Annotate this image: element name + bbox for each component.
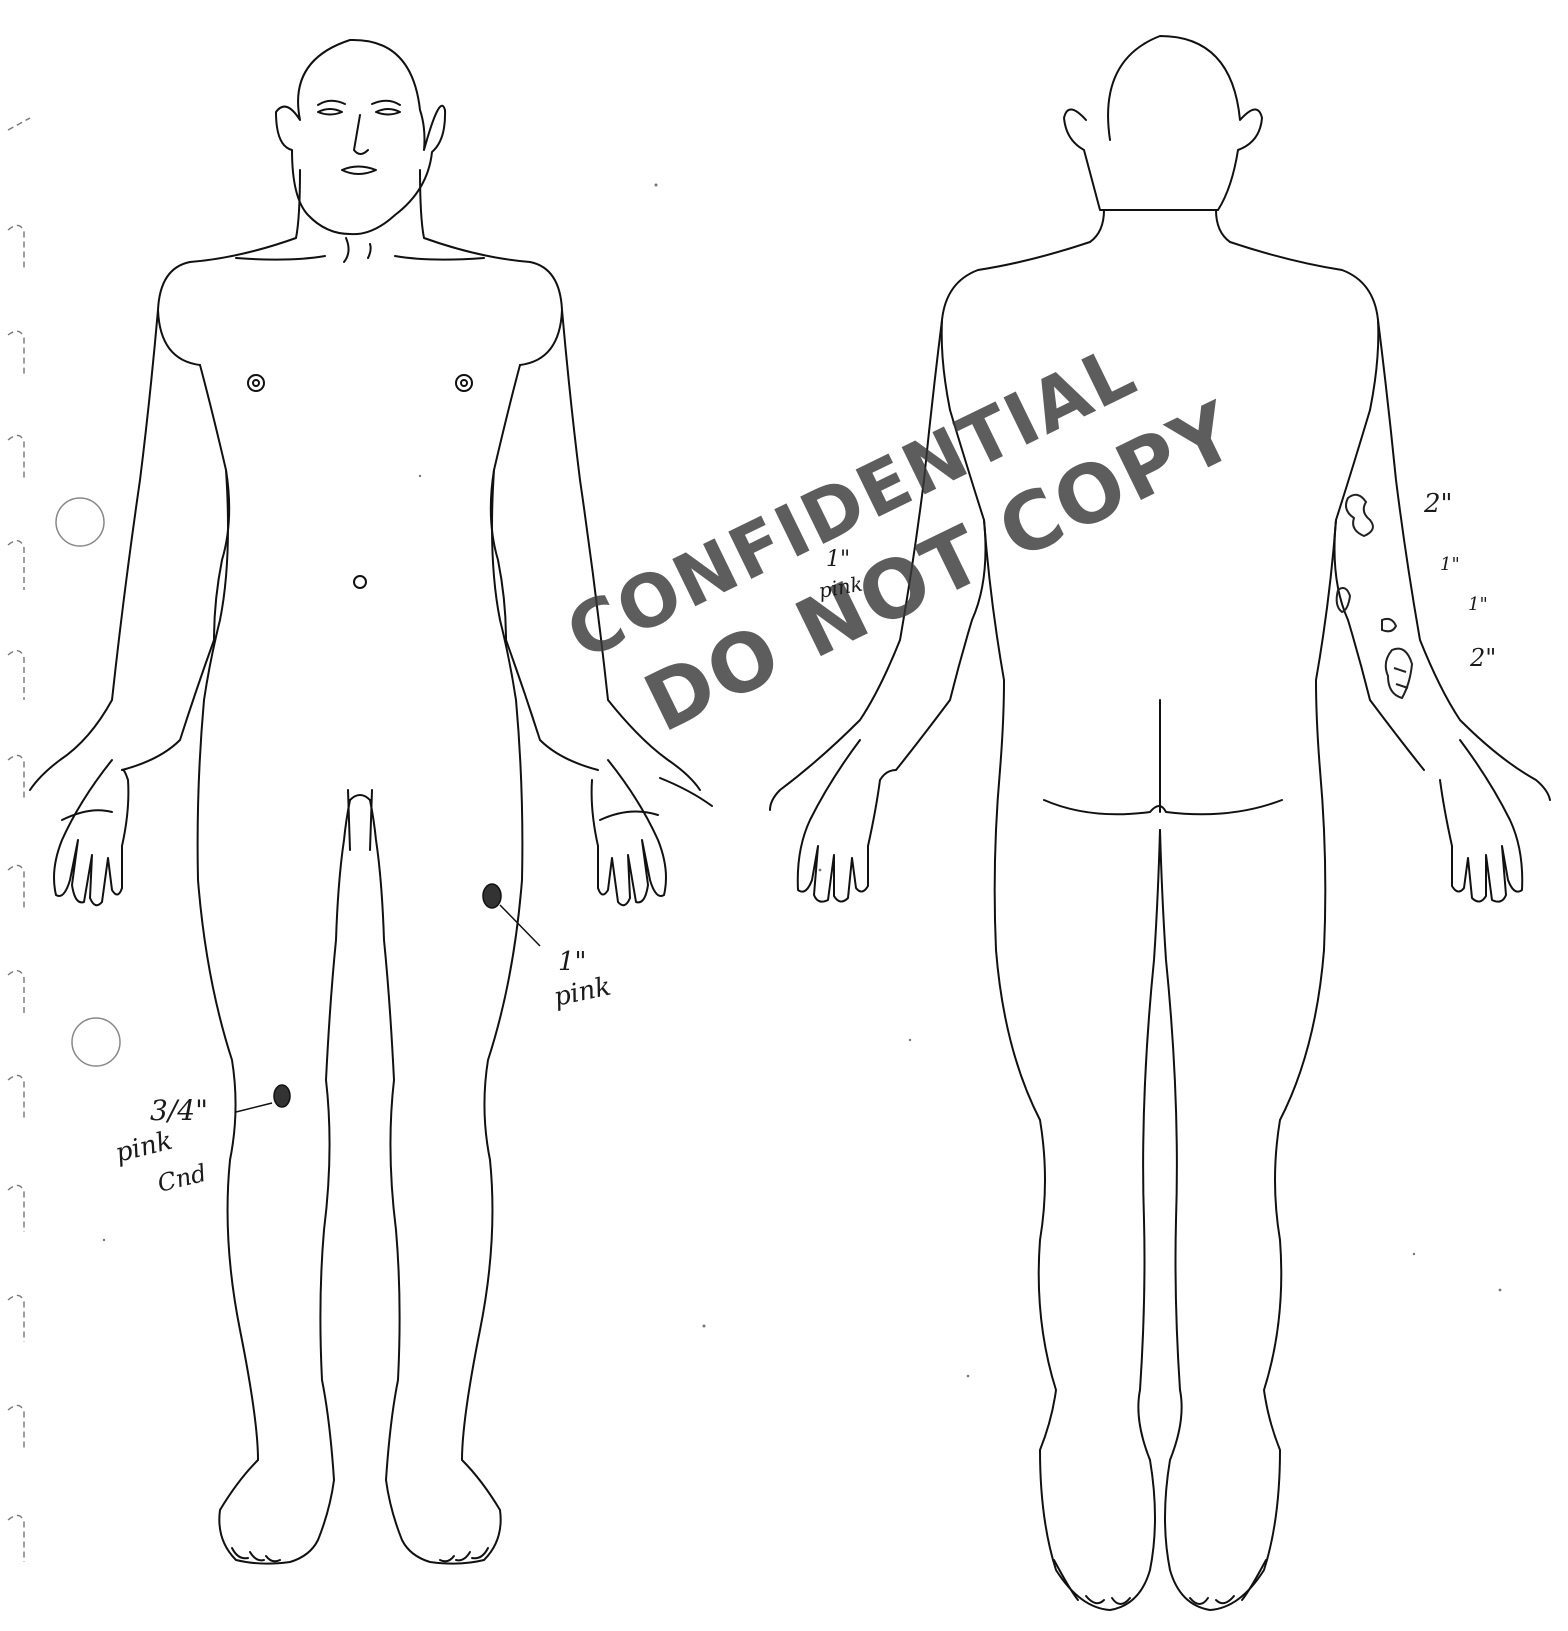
knee-injury-color: pink — [112, 1126, 175, 1169]
back-figure — [770, 36, 1550, 1610]
arm-mark-4 — [1386, 649, 1412, 698]
punch-hole-bottom — [72, 1018, 120, 1066]
stamp-note-size: 1" — [826, 547, 850, 572]
arm-mark-size-1: 2" — [1423, 489, 1453, 519]
knee-injury-extra: Cnd — [155, 1159, 210, 1198]
binder-edge — [8, 118, 30, 1562]
scan-specks — [103, 184, 1502, 1378]
arm-mark-size-3: 1" — [1468, 594, 1488, 615]
confidential-stamp: CONFIDENTIAL DO NOT COPY — [554, 300, 1251, 767]
knee-injury-mark — [274, 1085, 290, 1107]
knee-injury-size: 3/4" — [150, 1094, 208, 1127]
back-arm-marks — [1337, 495, 1412, 698]
arm-mark-1 — [1346, 495, 1373, 536]
arm-mark-size-2: 1" — [1440, 554, 1460, 575]
thigh-injury-color: pink — [551, 972, 613, 1013]
arm-mark-size-4: 2" — [1469, 644, 1496, 672]
thigh-injury-size: 1" — [558, 947, 587, 977]
thigh-injury-mark — [483, 884, 501, 908]
knee-leader-line — [236, 1103, 272, 1112]
front-figure — [30, 40, 712, 1564]
punch-hole-top — [56, 498, 104, 546]
arm-mark-3 — [1382, 619, 1396, 631]
